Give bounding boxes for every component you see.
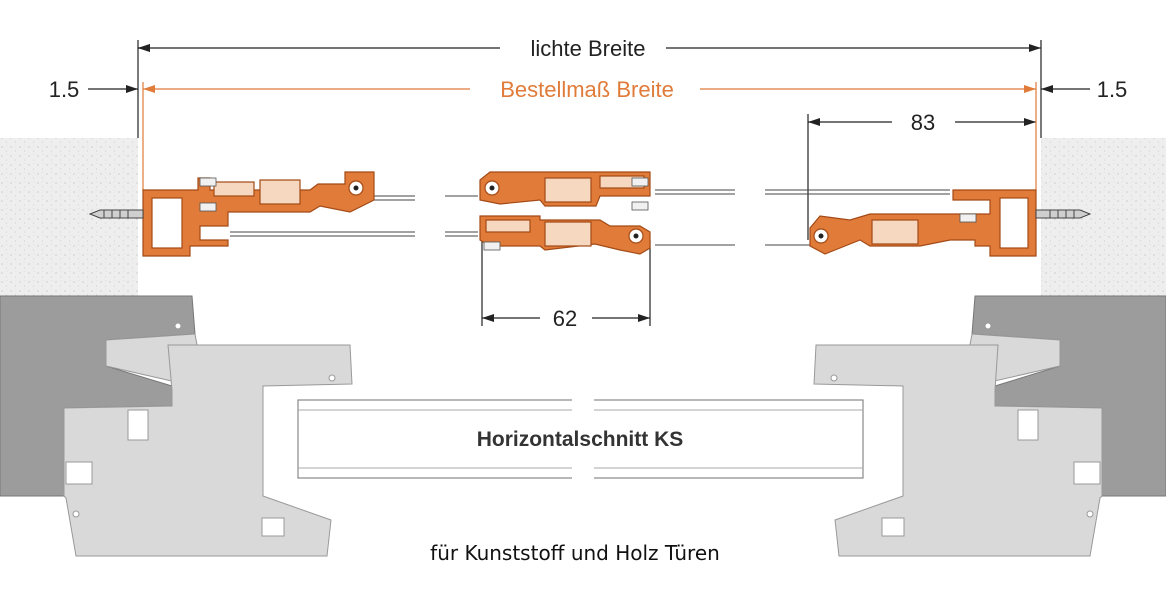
section-subtitle: für Kunststoff und Holz Türen [430, 541, 720, 565]
gap-left-label: 1.5 [49, 77, 80, 102]
center-profile-top [479, 171, 651, 207]
gap-right-label: 1.5 [1097, 77, 1128, 102]
screw-icon [1035, 209, 1092, 219]
clear-width-label: lichte Breite [531, 36, 646, 61]
dimension-lines [88, 40, 1090, 326]
brush-seals [199, 177, 977, 251]
left-frame-profile [142, 171, 375, 257]
center-profile-dimension: 62 [553, 306, 577, 331]
roller-icon [633, 233, 639, 239]
roller-icon [818, 233, 824, 239]
rail-lines [230, 189, 950, 246]
order-width-line [142, 82, 1037, 190]
right-door-frame [813, 295, 1166, 557]
left-door-frame [0, 295, 353, 557]
roller-icon [353, 185, 359, 191]
section-title: Horizontalschnitt KS [477, 428, 684, 451]
right-frame-profile [809, 189, 1037, 257]
screw-icon [88, 209, 144, 219]
center-profile-bottom [479, 215, 651, 255]
roller-icon [489, 185, 495, 191]
door-leaf [297, 396, 864, 482]
side-profile-dimension: 83 [911, 110, 935, 135]
order-width-label: Bestellmaß Breite [500, 77, 674, 102]
